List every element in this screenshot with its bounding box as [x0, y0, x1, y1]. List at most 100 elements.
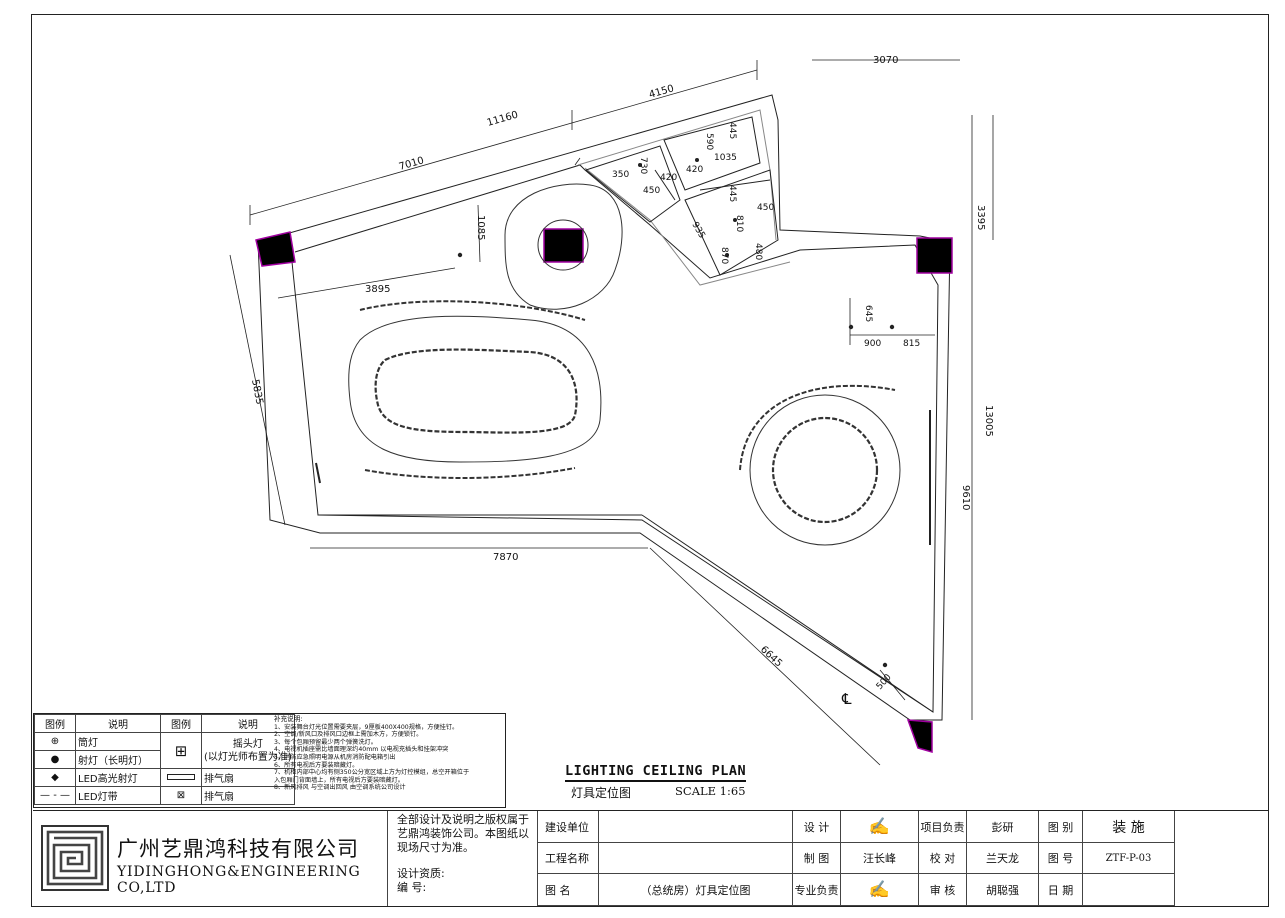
- check-value: 兰天龙: [967, 843, 1039, 874]
- dim-room-c-2: 450: [757, 203, 774, 213]
- draft-value: 汪长峰: [841, 843, 919, 874]
- review-label: 审 核: [919, 874, 967, 906]
- upper-round-ceiling: [504, 183, 623, 310]
- spotlight-icon: [889, 324, 895, 330]
- copyright-text: 全部设计及说明之版权属于艺鼎鸿装饰公司。本图纸以现场尺寸为准。: [397, 813, 529, 854]
- dim-top-left: 7010: [398, 155, 425, 173]
- company-name-cn: 广州艺鼎鸿科技有限公司: [117, 837, 359, 861]
- column-center: [543, 228, 584, 263]
- dim-right-lower: 9610: [960, 485, 971, 510]
- dim-top-right: 4150: [648, 83, 675, 101]
- plan-scale: SCALE 1:65: [675, 784, 746, 798]
- note-line: 7、机柜内部中心均有侧350公分宽区域上方为灯控模组，总空开箱位于: [274, 769, 470, 777]
- dim-left-offset: 1085: [475, 215, 486, 240]
- dim-bottom-left: 7870: [493, 552, 518, 563]
- spotlight-icon: [695, 158, 699, 162]
- date-label: 日 期: [1039, 874, 1083, 906]
- room-b: [663, 116, 761, 191]
- led-strip-top: [359, 300, 586, 321]
- design-signature: ✍: [841, 811, 919, 843]
- dim-room-a-3: 450: [643, 186, 660, 196]
- legend-item-moving-head: 摇头灯: [232, 738, 263, 750]
- led-spotlight-icon: ◆: [51, 772, 59, 783]
- category-value: 装 施: [1083, 811, 1175, 843]
- signature-icon: ✍: [868, 816, 891, 837]
- dim-top-far-right: 3070: [873, 55, 898, 66]
- note-line: 2、空调/新风口及排风口边框上需加木方，方便锁钉。: [274, 731, 423, 739]
- legend-table: 图例 说明 图例 说明 ⊕ 筒灯 ⊞ 摇头灯 (以灯光师布置为准) ● 射灯（长…: [33, 713, 506, 808]
- note-line: 8、新风排风 与空调出回风 由空调系统公司设计: [274, 784, 406, 792]
- plan-title: LIGHTING CEILING PLAN 灯具定位图 SCALE 1:65: [565, 760, 755, 801]
- dim-room-a-4: 420: [660, 173, 677, 183]
- dim-room-c-1: 445: [727, 185, 737, 202]
- dim-right-upper: 3395: [975, 205, 986, 230]
- legend-header-symbol: 图例: [34, 714, 76, 733]
- spotlight-icon: [848, 324, 854, 330]
- dim-room-b-1: 590: [704, 133, 714, 150]
- drawing-name-value: （总统房）灯具定位图: [599, 874, 793, 906]
- legend-item-exhaust-fan-2: 排气扇: [201, 786, 295, 805]
- dim-room-c-3: 935: [689, 221, 706, 241]
- centerline-mark: ℄: [841, 690, 852, 708]
- oval-ceiling-inner: [374, 348, 578, 434]
- legend-item-spotlight: 射灯（长明灯）: [75, 750, 161, 769]
- pm-value: 彭研: [967, 811, 1039, 843]
- construction-unit-value: [599, 811, 793, 843]
- title-block: 广州艺鼎鸿科技有限公司 YIDINGHONG&ENGINEERING CO,LT…: [33, 810, 1269, 906]
- qualification-label: 设计资质:: [397, 867, 445, 880]
- number-code-value: ZTF-P-03: [1083, 843, 1175, 874]
- column-bottom: [906, 719, 933, 753]
- led-strip-bottom: [364, 467, 576, 479]
- spotlight-icon: [882, 662, 888, 668]
- dim-room-c-6: 480: [753, 243, 763, 260]
- moving-head-icon: ⊞: [174, 741, 188, 760]
- construction-unit-label: 建设单位: [537, 811, 599, 843]
- company-name-en: YIDINGHONG&ENGINEERING CO,LTD: [117, 864, 361, 896]
- inner-wall: [291, 164, 939, 713]
- category-label: 图 别: [1039, 811, 1083, 843]
- check-label: 校 对: [919, 843, 967, 874]
- exhaust-fan-square-icon: ⊠: [176, 790, 186, 801]
- legend-header-symbol-2: 图例: [160, 714, 202, 733]
- dim-left: 5835: [249, 378, 265, 405]
- room-c: [684, 169, 779, 276]
- dim-right-total: 13005: [983, 405, 994, 437]
- legend-item-moving-head-note: (以灯光师布置为准): [204, 751, 292, 763]
- dim-room-b-3: 420: [686, 165, 703, 175]
- exhaust-fan-bar-icon: [167, 774, 195, 780]
- date-value: [1083, 874, 1175, 906]
- copyright-block: 全部设计及说明之版权属于艺鼎鸿装饰公司。本图纸以现场尺寸为准。 设计资质: 编 …: [389, 811, 538, 906]
- spotlight-icon: [457, 252, 463, 258]
- draft-label: 制 图: [793, 843, 841, 874]
- legend-item-downlight: 筒灯: [75, 732, 161, 751]
- plan-title-english: LIGHTING CEILING PLAN: [565, 763, 747, 782]
- legend-header-desc: 说明: [75, 714, 161, 733]
- led-strip-arc: [739, 384, 896, 471]
- drawing-frame: [31, 14, 1269, 907]
- round-ceiling-inner: [771, 416, 879, 524]
- note-line: 入包厢门背面墙上，所有电视后方要装暗藏灯。: [274, 776, 404, 784]
- dim-room-b-2: 445: [727, 122, 737, 139]
- outer-wall: [257, 94, 951, 721]
- led-strip-icon: — - —: [40, 790, 70, 801]
- dim-room-c-4: 810: [734, 215, 744, 232]
- note-line: 3、每个包厢预留最少两个弹簧洗灯。: [274, 738, 377, 746]
- dim-room-b-4: 1035: [714, 153, 737, 163]
- number-label: 编 号:: [397, 881, 427, 894]
- spotlight-icon: ●: [50, 754, 60, 765]
- project-name-label: 工程名称: [537, 843, 599, 874]
- legend-item-led-strip: LED灯带: [75, 786, 161, 805]
- oval-ceiling-outer: [348, 315, 602, 463]
- dim-room-c-5: 870: [719, 247, 729, 264]
- column-left: [255, 231, 296, 267]
- dim-top-total: 11160: [486, 110, 520, 129]
- specialty-signature: ✍: [841, 874, 919, 906]
- number-code-label: 图 号: [1039, 843, 1083, 874]
- plan-title-chinese: 灯具定位图: [571, 786, 632, 800]
- dim-light-a: 645: [863, 305, 873, 322]
- note-line: 4、电视机插座需比墙面理深约40mm 以电视充插头和挂架冲突: [274, 746, 449, 754]
- signature-icon: ✍: [868, 879, 891, 900]
- company-logo-icon: [41, 825, 109, 891]
- company-block: 广州艺鼎鸿科技有限公司 YIDINGHONG&ENGINEERING CO,LT…: [33, 811, 388, 906]
